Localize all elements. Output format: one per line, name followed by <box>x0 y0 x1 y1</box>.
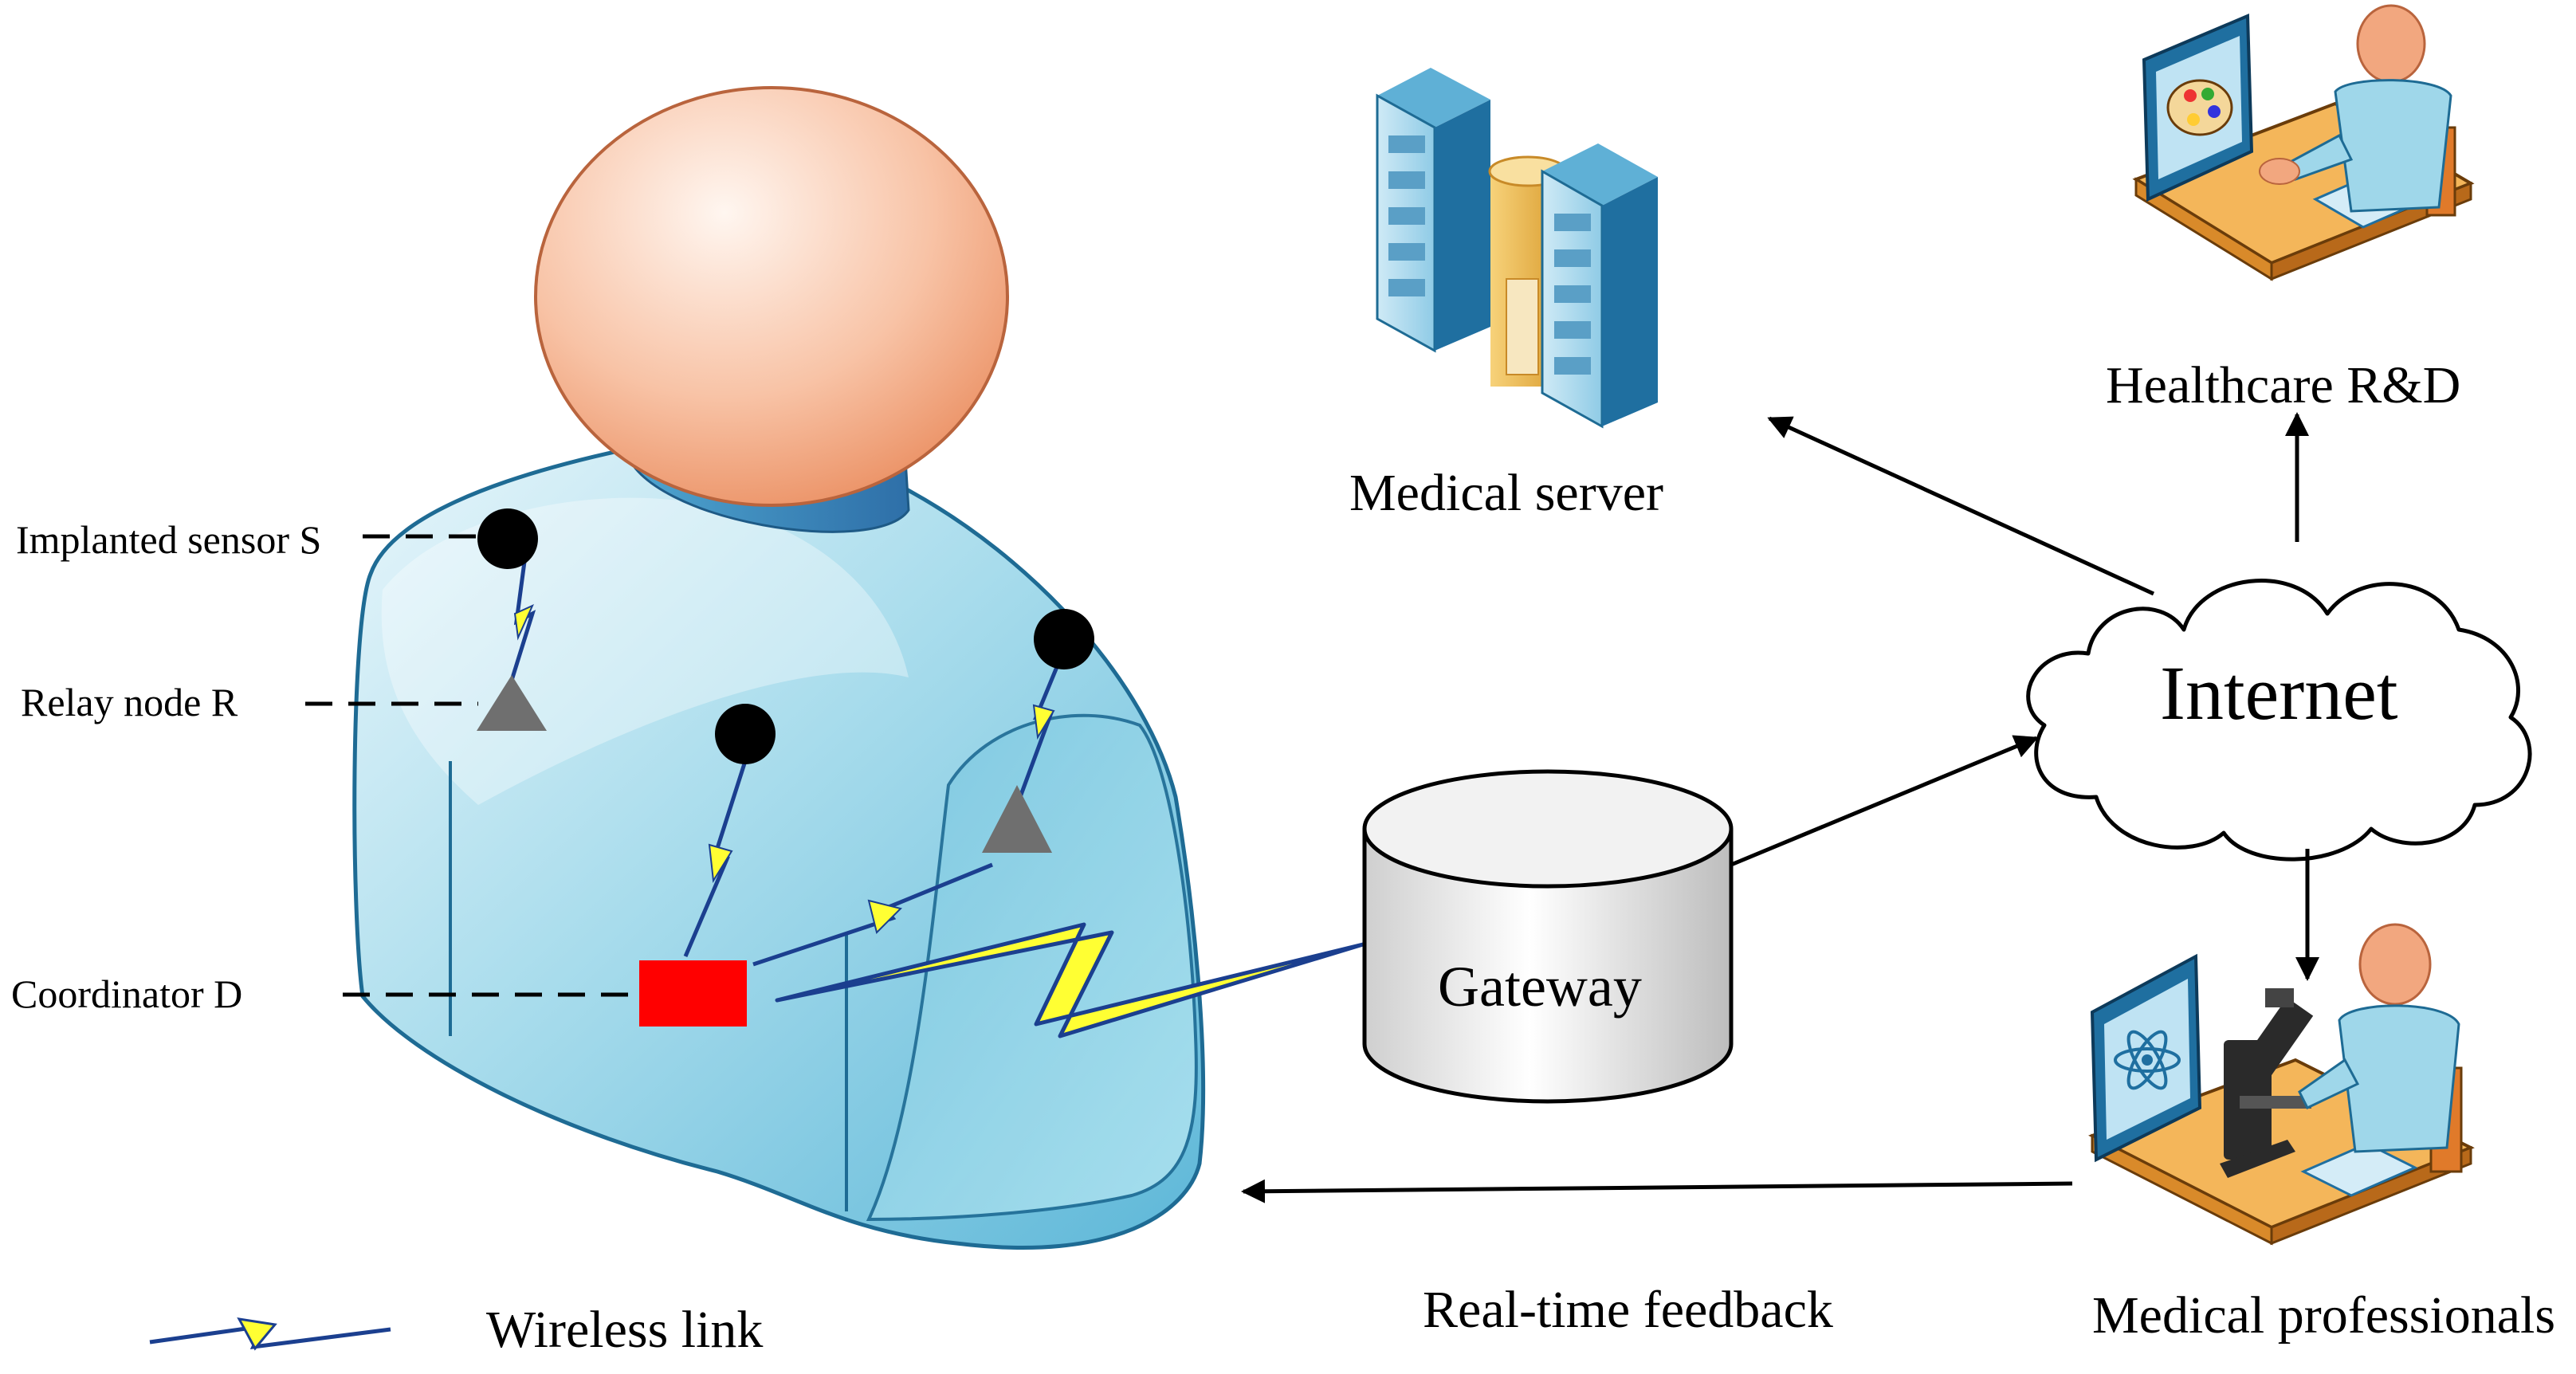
computer-workstation-icon <box>2132 4 2475 281</box>
relay-node-right <box>982 785 1052 853</box>
healthcare-rd-label: Healthcare R&D <box>2106 356 2460 414</box>
coordinator-node <box>639 960 747 1027</box>
realtime-feedback-label: Real-time feedback <box>1423 1281 1833 1339</box>
patient-figure <box>352 86 1206 1250</box>
gateway-label: Gateway <box>1438 955 1642 1019</box>
coordinator-label: Coordinator D <box>11 972 242 1016</box>
arrow-gateway-to-internet <box>1730 735 2039 867</box>
arrow-internet-to-server <box>1767 416 2155 596</box>
medical-professionals-label: Medical professionals <box>2092 1286 2555 1345</box>
microscope-workstation-icon <box>2088 923 2475 1246</box>
wireless-link-legend: Wireless link <box>149 1301 763 1359</box>
implanted-sensor-top <box>477 508 538 569</box>
implanted-sensor-right <box>1034 609 1094 669</box>
implanted-sensor-middle <box>715 704 776 764</box>
implanted-sensor-label: Implanted sensor S <box>16 517 321 562</box>
patient-head <box>534 86 1009 507</box>
server-rack-icon <box>1376 68 1658 429</box>
body-wireless-links <box>508 549 1066 967</box>
relay-node-label: Relay node R <box>21 680 238 724</box>
arrow-feedback-to-patient <box>1241 1179 2073 1203</box>
cloud-icon <box>2026 579 2532 862</box>
relay-node-left <box>477 675 547 731</box>
internet-label: Internet <box>2160 650 2398 736</box>
gateway-icon <box>1362 769 1734 1104</box>
medical-server-label: Medical server <box>1349 464 1663 522</box>
patient-right-arm <box>866 713 1198 1222</box>
wireless-link-label: Wireless link <box>486 1301 763 1359</box>
